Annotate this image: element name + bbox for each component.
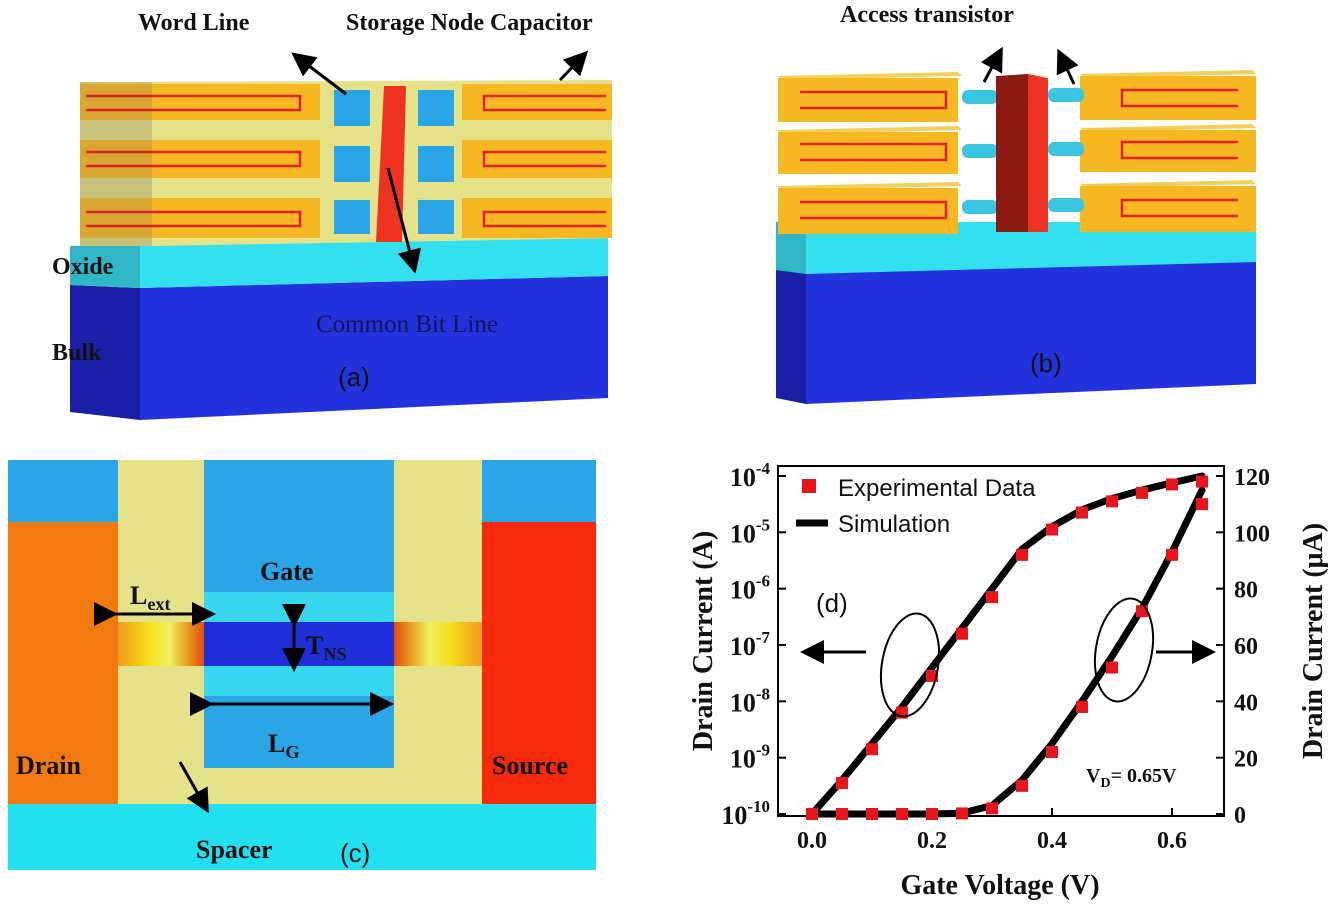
data-point-right-linear xyxy=(1106,662,1118,674)
data-point-left-log xyxy=(866,743,878,755)
data-point-right-linear xyxy=(1166,549,1178,561)
data-point-left-log xyxy=(1136,487,1148,499)
b-capacitors-left xyxy=(778,72,962,234)
y-left-tick-label: 10-4 xyxy=(730,459,771,492)
b-capacitors-right xyxy=(1080,70,1256,232)
c-top-right-region xyxy=(482,460,596,522)
data-point-right-linear xyxy=(1196,498,1208,510)
t-ns-main: T xyxy=(306,631,323,660)
source-label: Source xyxy=(492,751,568,780)
data-point-right-linear xyxy=(896,808,908,820)
legend-marker-experimental xyxy=(802,479,816,493)
b-pillar-front xyxy=(1028,74,1048,232)
chart-legend: Experimental Data Simulation xyxy=(796,475,1036,538)
capacitor-arrow xyxy=(560,55,584,80)
l-ext-main: L xyxy=(130,581,147,610)
y-left-tick-label: 10-7 xyxy=(730,628,771,661)
y-right-tick-label: 40 xyxy=(1234,690,1258,716)
data-point-right-linear xyxy=(1076,701,1088,713)
channel-ext-right xyxy=(394,622,482,666)
common-bit-line-label: Common Bit Line xyxy=(316,311,498,338)
panel-d-chart: 0.0 0.2 0.4 0.6 10-10 10-9 10-8 10-7 10-6 10-5 10-… xyxy=(688,459,1328,901)
y-right-tick-label: 0 xyxy=(1234,803,1246,829)
y-right-tick-label: 100 xyxy=(1234,521,1270,547)
word-line-label: Word Line xyxy=(138,10,250,36)
y-right-tick-label: 20 xyxy=(1234,747,1258,773)
panel-c-tag: (c) xyxy=(340,838,370,868)
bulk-label: Bulk xyxy=(52,340,102,366)
data-point-left-log xyxy=(956,628,968,640)
c-top-left-region xyxy=(8,460,118,522)
c-bottom-oxide xyxy=(8,804,596,870)
access-arrow-right xyxy=(1060,54,1074,84)
y-right-tick-label: 60 xyxy=(1234,634,1258,660)
drain-label: Drain xyxy=(16,751,82,780)
gate-label: Gate xyxy=(260,557,313,586)
y-left-axis-label: Drain Current (A) xyxy=(688,531,719,751)
data-point-right-linear xyxy=(986,802,998,814)
right-curve-ellipse xyxy=(1087,594,1160,706)
data-point-right-linear xyxy=(806,808,818,820)
panel-b-tag: (b) xyxy=(1030,348,1062,378)
panel-a-tag: (a) xyxy=(338,362,370,392)
x-tick-label: 0.0 xyxy=(797,828,827,854)
t-ns-sub: NS xyxy=(323,644,346,664)
data-point-right-linear xyxy=(1046,746,1058,758)
x-axis-label: Gate Voltage (V) xyxy=(900,870,1099,901)
y-right-axis-label: Drain Current (μA) xyxy=(1298,523,1328,759)
capacitor-right-stack xyxy=(462,84,612,238)
spacer-label: Spacer xyxy=(196,835,273,864)
panel-a: Word Line Storage Node Capacitor Oxide B… xyxy=(52,10,612,420)
y-left-tick-label: 10-9 xyxy=(730,741,770,774)
nanosheet-channel xyxy=(204,622,394,666)
y-left-tick-label: 10-6 xyxy=(730,572,770,605)
l-g-sub: G xyxy=(285,742,299,762)
data-point-left-log xyxy=(1046,524,1058,536)
gate-oxide-top xyxy=(204,592,394,622)
data-point-left-log xyxy=(1166,478,1178,490)
data-point-right-linear xyxy=(926,808,938,820)
vd-annotation: VD= 0.65V xyxy=(1086,765,1177,791)
y-right-tick-label: 80 xyxy=(1234,578,1258,604)
data-point-left-log xyxy=(1106,495,1118,507)
oxide-label: Oxide xyxy=(52,254,114,280)
data-point-left-log xyxy=(1016,549,1028,561)
legend-simulation: Simulation xyxy=(838,511,950,538)
access-transistor-label: Access transistor xyxy=(840,2,1014,28)
gate-oxide-bottom xyxy=(204,666,394,696)
channel-ext-left xyxy=(118,622,204,666)
vd-value: = 0.65V xyxy=(1111,765,1177,787)
data-point-left-log xyxy=(1196,476,1208,488)
x-tick-label: 0.6 xyxy=(1157,828,1187,854)
panel-b: Access transistor (b) xyxy=(776,2,1256,404)
data-point-left-log xyxy=(986,591,998,603)
data-point-right-linear xyxy=(956,807,968,819)
b-pillar-side xyxy=(996,74,1028,232)
data-point-left-log xyxy=(836,777,848,789)
y-right-tick-label: 120 xyxy=(1234,465,1270,491)
legend-experimental: Experimental Data xyxy=(838,475,1036,502)
storage-node-label: Storage Node Capacitor xyxy=(346,10,593,36)
data-point-right-linear xyxy=(866,808,878,820)
y-left-tick-label: 10-8 xyxy=(730,684,770,717)
data-point-right-linear xyxy=(836,808,848,820)
l-ext-sub: ext xyxy=(147,594,170,614)
vd-sub: D xyxy=(1100,776,1110,791)
data-point-right-linear xyxy=(1016,780,1028,792)
l-g-main: L xyxy=(268,729,285,758)
vd-main: V xyxy=(1086,765,1101,787)
bulk-front-face xyxy=(140,276,608,420)
y-left-tick-label: 10-10 xyxy=(721,797,770,830)
x-tick-label: 0.2 xyxy=(917,828,947,854)
y-left-tick-label: 10-5 xyxy=(730,515,770,548)
capacitor-left-stack xyxy=(80,84,320,238)
panel-c: Gate Lext TNS LG Drain Source Spacer (c) xyxy=(8,460,596,870)
panel-d-tag: (d) xyxy=(816,588,848,618)
x-tick-label: 0.4 xyxy=(1037,828,1067,854)
data-point-left-log xyxy=(1076,507,1088,519)
